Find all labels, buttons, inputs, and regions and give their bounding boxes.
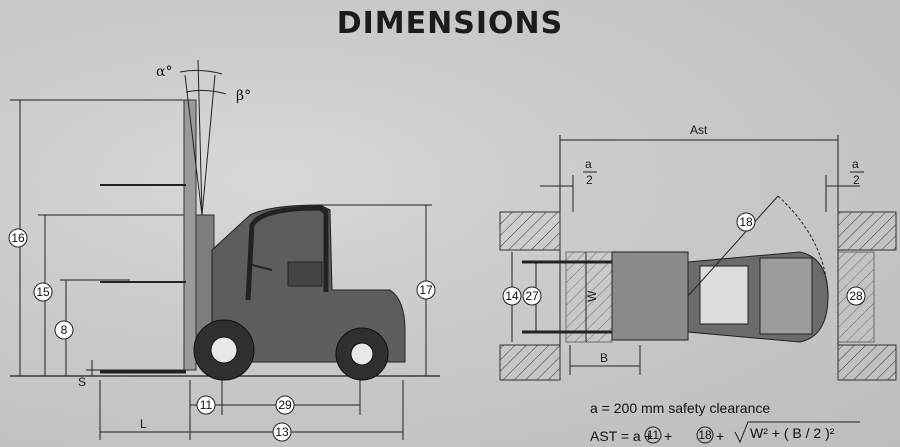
- label-l: L: [140, 417, 147, 431]
- formula-root: W² + ( B / 2 )²: [750, 425, 835, 441]
- marker-17: 17: [419, 283, 433, 297]
- marker-15: 15: [36, 285, 50, 299]
- marker-28: 28: [849, 289, 863, 303]
- marker-14: 14: [505, 289, 519, 303]
- formula-plus-1: +: [664, 428, 673, 444]
- label-ast: Ast: [690, 123, 708, 137]
- page-title: DIMENSIONS: [336, 6, 564, 41]
- formula-plus-2: +: [716, 428, 725, 444]
- alpha-angle-label: α°: [156, 64, 172, 80]
- marker-11: 11: [200, 398, 213, 412]
- formula-marker-11: 11: [647, 428, 660, 442]
- top-view-markers: 18 14 27 28: [502, 212, 866, 306]
- label-s: S: [78, 375, 86, 389]
- marker-18: 18: [739, 215, 753, 229]
- side-view: [10, 59, 440, 440]
- label-w: W: [585, 290, 599, 302]
- formula-marker-18: 18: [698, 428, 712, 442]
- marker-29: 29: [278, 398, 292, 412]
- label-a-left-den: 2: [586, 173, 593, 187]
- top-view: [499, 135, 897, 381]
- label-b: B: [600, 351, 608, 365]
- label-a-right-den: 2: [853, 173, 860, 187]
- beta-angle-label: β°: [236, 88, 251, 104]
- side-view-markers: 16 15 8 17 11 29 13: [8, 228, 436, 442]
- formula-lhs: AST = a +: [590, 428, 653, 444]
- marker-16: 16: [11, 231, 25, 245]
- marker-27: 27: [525, 289, 539, 303]
- marker-8: 8: [61, 323, 68, 337]
- marker-13: 13: [275, 425, 289, 439]
- label-a-right-num: a: [852, 157, 859, 171]
- formula-markers: 11 18: [644, 421, 860, 444]
- label-a-left-num: a: [585, 157, 592, 171]
- safety-clearance-note: a = 200 mm safety clearance: [590, 400, 771, 416]
